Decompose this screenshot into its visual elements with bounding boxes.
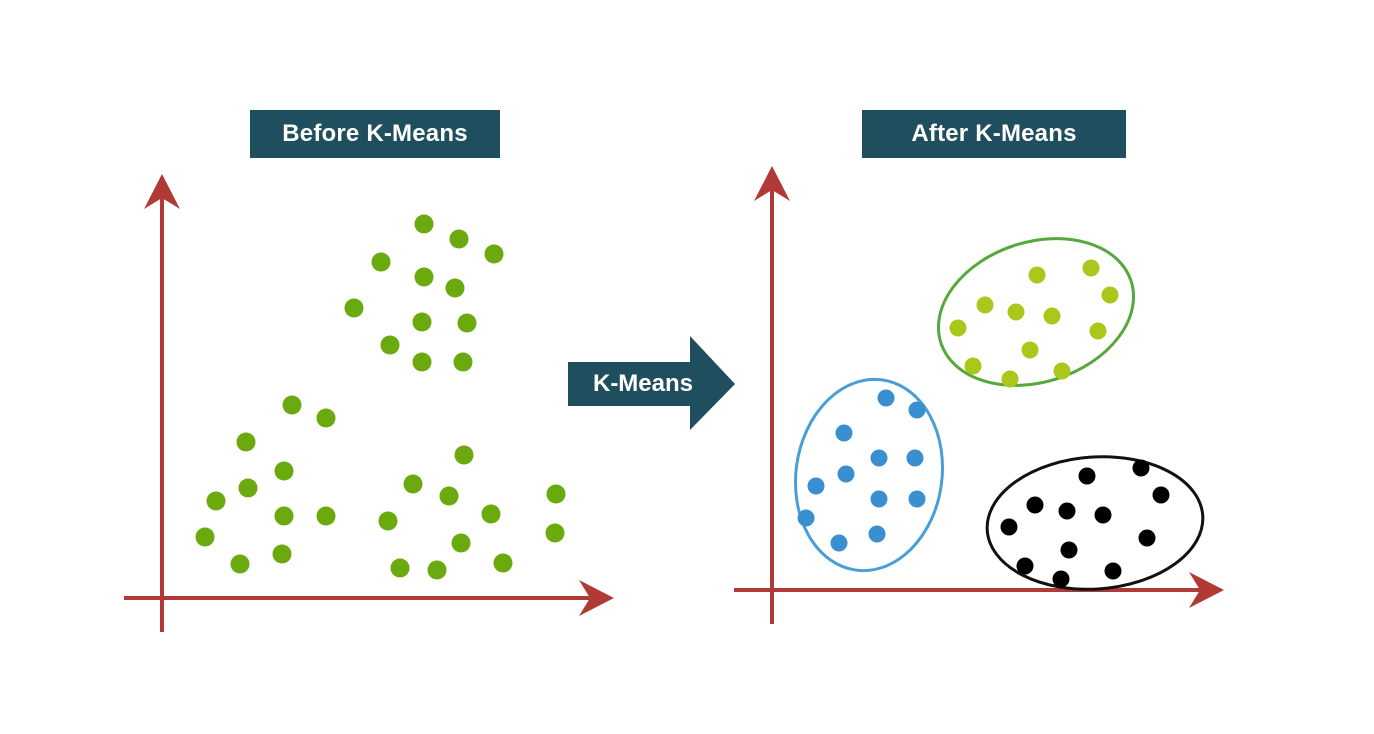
- before-data-point: [272, 544, 292, 564]
- before-data-point: [236, 432, 256, 452]
- cluster-blue-point: [908, 401, 926, 419]
- before-kmeans-label: Before K-Means: [250, 110, 500, 158]
- before-data-point: [454, 445, 474, 465]
- cluster-black-point: [1052, 570, 1070, 588]
- after-x-axis-arrowhead: [1189, 572, 1224, 608]
- before-data-point: [481, 504, 501, 524]
- cluster-green-outline: [936, 237, 1136, 387]
- cluster-black-point: [1078, 467, 1096, 485]
- before-data-point: [453, 352, 473, 372]
- before-y-axis-arrowhead: [144, 174, 180, 209]
- process-arrow-label: K-Means: [592, 370, 694, 397]
- cluster-black-point: [1026, 496, 1044, 514]
- before-data-point: [449, 229, 469, 249]
- cluster-blue-points: [797, 389, 926, 552]
- cluster-black-outline: [985, 455, 1205, 591]
- cluster-black-points: [1000, 459, 1170, 588]
- before-data-point: [545, 523, 565, 543]
- cluster-blue-point: [830, 534, 848, 552]
- before-data-point: [412, 352, 432, 372]
- before-data-point: [412, 312, 432, 332]
- before-data-point: [238, 478, 258, 498]
- before-data-point: [274, 461, 294, 481]
- process-arrow-shape: [568, 336, 735, 430]
- cluster-blue-point: [835, 424, 853, 442]
- before-data-point: [274, 506, 294, 526]
- after-plot: [734, 166, 1224, 624]
- cluster-green-point: [964, 357, 982, 375]
- before-data-point: [546, 484, 566, 504]
- cluster-blue-point: [807, 477, 825, 495]
- before-data-point: [414, 214, 434, 234]
- cluster-green-point: [1043, 307, 1061, 325]
- before-data-point: [439, 486, 459, 506]
- before-data-point: [378, 511, 398, 531]
- before-data-point: [457, 313, 477, 333]
- before-data-point: [380, 335, 400, 355]
- cluster-green-point: [1089, 322, 1107, 340]
- cluster-blue-point: [870, 490, 888, 508]
- before-data-point: [371, 252, 391, 272]
- cluster-green-point: [976, 296, 994, 314]
- cluster-black-point: [1058, 502, 1076, 520]
- after-kmeans-label: After K-Means: [862, 110, 1126, 158]
- before-data-point: [344, 298, 364, 318]
- process-arrow: [568, 336, 735, 430]
- before-points: [195, 214, 566, 580]
- before-data-point: [484, 244, 504, 264]
- cluster-black-point: [1138, 529, 1156, 547]
- cluster-green-point: [1101, 286, 1119, 304]
- before-data-point: [390, 558, 410, 578]
- before-data-point: [282, 395, 302, 415]
- cluster-blue-point: [868, 525, 886, 543]
- cluster-green-point: [1082, 259, 1100, 277]
- before-data-point: [427, 560, 447, 580]
- before-data-point: [195, 527, 215, 547]
- before-data-point: [493, 553, 513, 573]
- cluster-black-point: [1104, 562, 1122, 580]
- before-data-point: [316, 506, 336, 526]
- cluster-blue-point: [908, 490, 926, 508]
- before-data-point: [445, 278, 465, 298]
- cluster-black-point: [1016, 557, 1034, 575]
- cluster-black-point: [1132, 459, 1150, 477]
- cluster-green-point: [1021, 341, 1039, 359]
- cluster-black-point: [1000, 518, 1018, 536]
- cluster-green-point: [1001, 370, 1019, 388]
- before-data-point: [230, 554, 250, 574]
- cluster-green-point: [949, 319, 967, 337]
- before-data-point: [316, 408, 336, 428]
- cluster-blue-point: [906, 449, 924, 467]
- cluster-green-point: [1007, 303, 1025, 321]
- cluster-blue-point: [837, 465, 855, 483]
- before-data-point: [206, 491, 226, 511]
- cluster-blue-point: [870, 449, 888, 467]
- cluster-blue-outline: [793, 377, 945, 573]
- cluster-black-point: [1152, 486, 1170, 504]
- before-data-point: [414, 267, 434, 287]
- cluster-black-point: [1094, 506, 1112, 524]
- before-plot: [124, 174, 614, 632]
- cluster-black-point: [1060, 541, 1078, 559]
- before-data-point: [451, 533, 471, 553]
- cluster-green-point: [1028, 266, 1046, 284]
- cluster-blue-point: [797, 509, 815, 527]
- before-x-axis-arrowhead: [579, 580, 614, 616]
- after-y-axis-arrowhead: [754, 166, 790, 201]
- before-data-point: [403, 474, 423, 494]
- cluster-blue-point: [877, 389, 895, 407]
- cluster-green-points: [949, 259, 1119, 388]
- cluster-green-point: [1053, 362, 1071, 380]
